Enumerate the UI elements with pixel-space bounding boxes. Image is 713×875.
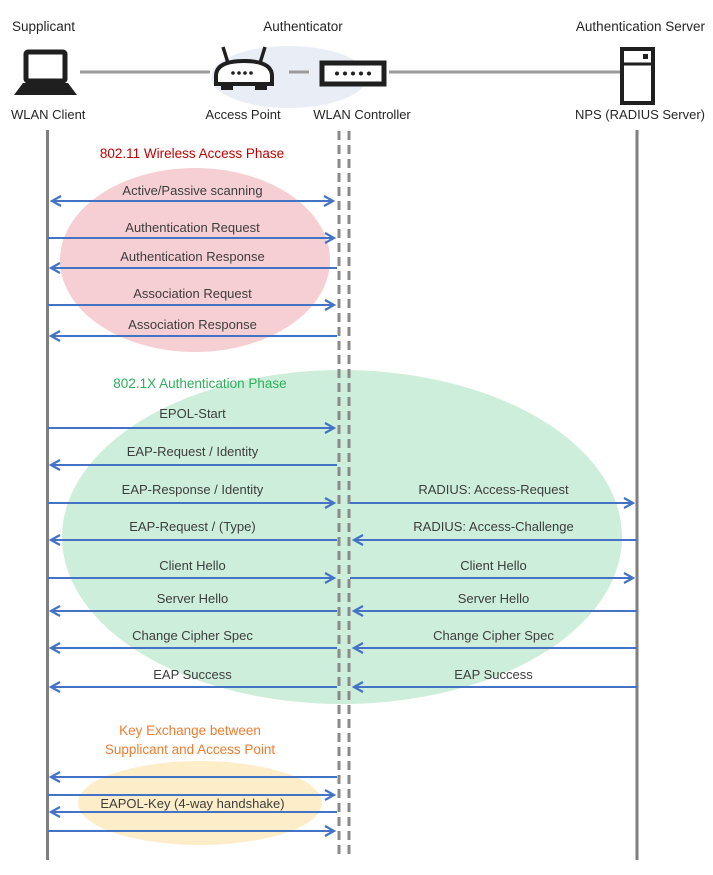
laptop-icon	[14, 49, 77, 95]
device-label-wlan-client: WLAN Client	[11, 107, 86, 122]
role-authenticator: Authenticator	[263, 19, 343, 34]
message-label-association-response: Association Response	[128, 317, 257, 332]
message-label-authentication-request: Authentication Request	[125, 220, 260, 235]
message-label-eap-response-identity: EAP-Response / Identity	[121, 482, 264, 497]
phase1-title: 802.11 Wireless Access Phase	[99, 146, 285, 161]
message-label-radius-access-challenge: RADIUS: Access-Challenge	[413, 519, 574, 534]
message-label-association-request: Association Request	[133, 286, 252, 301]
phase3-title: Key Exchange between Supplicant and Acce…	[60, 721, 320, 759]
message-label-eap-request-identity: EAP-Request / Identity	[126, 444, 259, 459]
message-arrows	[48, 195, 637, 837]
phase3-ellipse	[78, 761, 322, 845]
message-label-client-hello-left: Client Hello	[159, 558, 226, 573]
device-label-nps-server: NPS (RADIUS Server)	[574, 107, 705, 122]
message-label-eap-success-left: EAP Success	[153, 667, 232, 682]
wlan-controller-icon	[319, 60, 387, 87]
message-label-eap-success-right: EAP Success	[454, 667, 533, 682]
message-label-change-cipher-spec-left: Change Cipher Spec	[132, 628, 253, 643]
phase2-title: 802.1X Authentication Phase	[113, 376, 287, 391]
message-label-active-passive-scanning: Active/Passive scanning	[122, 183, 263, 198]
message-label-client-hello-right: Client Hello	[460, 558, 527, 573]
phase2-ellipse	[62, 370, 622, 704]
message-label-eap-request-type: EAP-Request / (Type)	[129, 519, 256, 534]
device-label-access-point: Access Point	[205, 107, 281, 122]
message-label-change-cipher-spec-right: Change Cipher Spec	[433, 628, 554, 643]
device-label-wlan-controller: WLAN Controller	[313, 107, 411, 122]
phase3-title-line2: Supplicant and Access Point	[104, 742, 276, 757]
message-label-server-hello-left: Server Hello	[156, 591, 229, 606]
message-label-eapol-key: EAPOL-Key (4-way handshake)	[100, 796, 285, 811]
message-label-server-hello-right: Server Hello	[457, 591, 530, 606]
server-icon	[620, 47, 655, 105]
message-label-authentication-response: Authentication Response	[120, 249, 265, 264]
phase3-title-line1: Key Exchange between	[119, 723, 261, 738]
role-authentication-server: Authentication Server	[575, 19, 705, 34]
access-point-icon	[214, 46, 274, 90]
message-label-epol-start: EPOL-Start	[159, 406, 226, 421]
role-supplicant: Supplicant	[12, 19, 76, 34]
message-label-radius-access-request: RADIUS: Access-Request	[418, 482, 569, 497]
